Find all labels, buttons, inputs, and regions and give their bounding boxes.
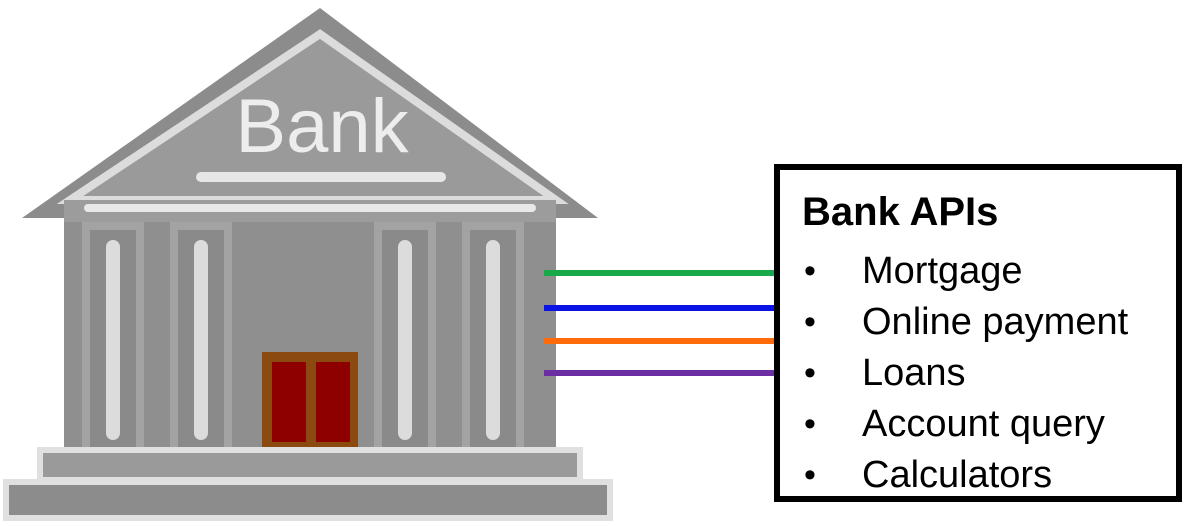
- bank-step-top: [37, 447, 583, 483]
- api-item-label: Online payment: [862, 301, 1129, 343]
- api-item-label: Loans: [862, 352, 966, 394]
- api-item-label: Account query: [862, 403, 1105, 445]
- bank-step-bottom: [3, 479, 613, 521]
- api-list-item: • Loans: [804, 348, 1128, 399]
- bank-apis-title: Bank APIs: [802, 190, 999, 234]
- bank-column: [462, 222, 524, 454]
- bullet-icon: •: [804, 405, 816, 443]
- connector-line-blue: [544, 305, 778, 311]
- api-list-item: • Online payment: [804, 297, 1128, 348]
- bank-building-illustration: Bank: [3, 8, 613, 521]
- api-list-item: • Calculators: [804, 450, 1128, 501]
- bank-sign-text: Bank: [235, 84, 409, 169]
- bank-column: [374, 222, 436, 454]
- connector-line-orange: [544, 338, 778, 344]
- connector-line-purple: [544, 370, 778, 376]
- bullet-icon: •: [804, 354, 816, 392]
- bullet-icon: •: [804, 303, 816, 341]
- api-item-label: Mortgage: [862, 250, 1023, 292]
- bank-apis-list: • Mortgage • Online payment • Loans • Ac…: [804, 246, 1128, 501]
- connector-line-green: [544, 270, 778, 276]
- bank-door: [262, 352, 358, 450]
- api-list-item: • Mortgage: [804, 246, 1128, 297]
- bank-apis-box: Bank APIs • Mortgage • Online payment • …: [774, 164, 1182, 502]
- bank-column: [170, 222, 232, 454]
- api-item-label: Calculators: [862, 454, 1053, 496]
- api-list-item: • Account query: [804, 399, 1128, 450]
- bullet-icon: •: [804, 252, 816, 290]
- bullet-icon: •: [804, 456, 816, 494]
- bank-column: [82, 222, 144, 454]
- bank-sign-underline: [196, 172, 446, 182]
